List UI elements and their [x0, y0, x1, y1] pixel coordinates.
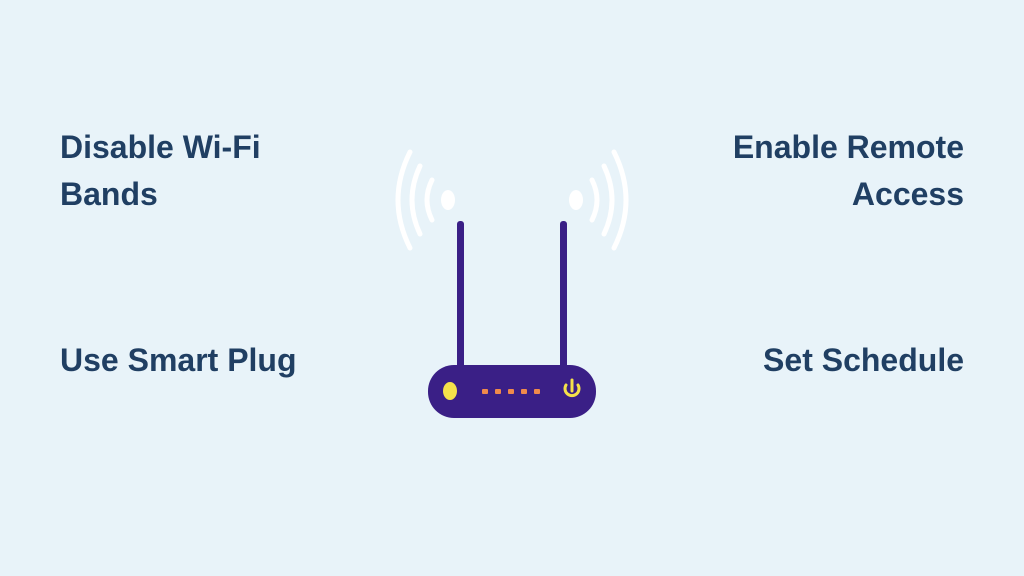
status-led-icon: [443, 382, 457, 400]
left-signal-waves-icon: [395, 149, 435, 251]
option-disable-wifi-bands: Disable Wi-Fi Bands: [60, 129, 261, 212]
right-signal-waves-icon: [589, 149, 629, 251]
right-antenna-tip-icon: [569, 190, 583, 210]
right-antenna: [560, 221, 567, 371]
left-antenna-tip-icon: [441, 190, 455, 210]
option-enable-remote-access: Enable Remote Access: [732, 129, 964, 212]
power-icon: [563, 378, 581, 398]
activity-lights-icon: [482, 389, 540, 394]
option-set-schedule: Set Schedule: [763, 342, 964, 378]
option-use-smart-plug: Use Smart Plug: [60, 342, 297, 378]
left-antenna: [457, 221, 464, 371]
